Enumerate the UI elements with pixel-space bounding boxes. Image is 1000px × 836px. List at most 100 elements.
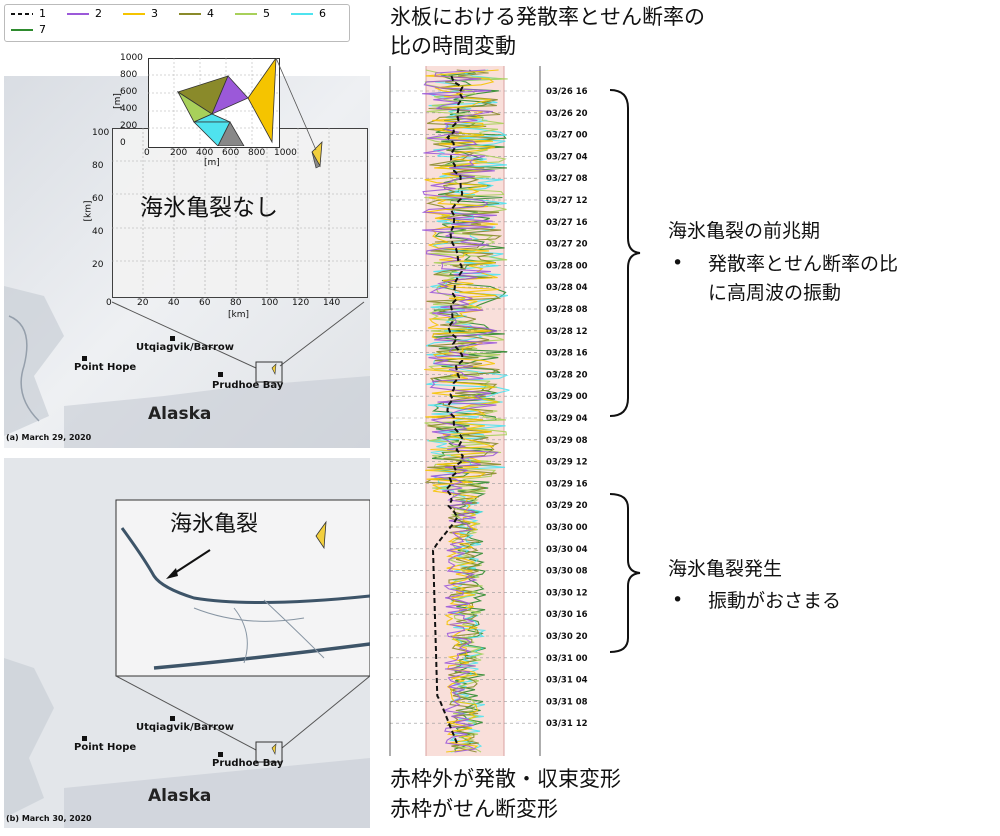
legend-item-7: 7 — [11, 23, 46, 36]
map-a-marker-hope — [82, 356, 87, 361]
inset-x-tick-400: 400 — [196, 148, 214, 158]
legend-label-2: 2 — [95, 7, 102, 20]
legend: 1 2 3 4 5 6 7 — [4, 4, 350, 42]
time-tick-10: 03/28 08 — [546, 305, 588, 315]
map-a-alaska: Alaska — [148, 404, 212, 424]
time-tick-13: 03/28 20 — [546, 370, 588, 380]
crack-line1: 振動がおさまる — [708, 590, 842, 612]
precursor-bullet: • — [672, 252, 684, 274]
time-tick-21: 03/30 04 — [546, 545, 588, 555]
brace-precursor — [609, 89, 641, 417]
map-b-prudhoe: Prudhoe Bay — [212, 758, 284, 769]
time-tick-15: 03/29 04 — [546, 414, 588, 424]
km-axes-a — [112, 128, 368, 298]
km-y-tick-80: 80 — [92, 161, 104, 171]
time-tick-19: 03/29 20 — [546, 501, 588, 511]
map-a-prudhoe: Prudhoe Bay — [212, 380, 284, 391]
map-b-point-hope: Point Hope — [74, 742, 137, 753]
map-a-caption: (a) March 29, 2020 — [6, 433, 92, 442]
inset-zoom-lines — [276, 58, 317, 151]
inset-x-unit: [m] — [204, 158, 220, 168]
time-tick-24: 03/30 16 — [546, 610, 588, 620]
time-tick-17: 03/29 12 — [546, 458, 588, 468]
km-y-tick-40: 40 — [92, 227, 104, 237]
time-tick-16: 03/29 08 — [546, 436, 588, 446]
time-tick-20: 03/30 00 — [546, 523, 588, 533]
inset-y-unit: [m] — [112, 93, 123, 109]
inset-x-tick-0: 0 — [144, 148, 150, 158]
map-a-marker-utq — [170, 336, 175, 341]
time-tick-4: 03/27 08 — [546, 174, 588, 184]
km-x-tick-80: 80 — [230, 298, 242, 308]
inset-triangles — [148, 58, 278, 146]
time-tick-3: 03/27 04 — [546, 152, 588, 162]
km-grid-a — [112, 128, 366, 296]
legend-label-6: 6 — [319, 7, 326, 20]
km-x-tick-40: 40 — [168, 298, 180, 308]
time-tick-18: 03/29 16 — [546, 479, 588, 489]
legend-item-5: 5 — [235, 7, 270, 20]
km-x-tick-120: 120 — [292, 298, 310, 308]
legend-label-5: 5 — [263, 7, 270, 20]
km-x-unit: [km] — [228, 310, 250, 320]
legend-label-3: 3 — [151, 7, 158, 20]
legend-swatch-4 — [179, 12, 201, 15]
time-tick-28: 03/31 08 — [546, 697, 588, 707]
time-tick-22: 03/30 08 — [546, 567, 588, 577]
series-1-line — [431, 75, 464, 747]
map-a-point-hope: Point Hope — [74, 362, 137, 373]
time-tick-8: 03/28 00 — [546, 261, 588, 271]
time-tick-9: 03/28 04 — [546, 283, 588, 293]
time-tick-23: 03/30 12 — [546, 588, 588, 598]
time-tick-5: 03/27 12 — [546, 196, 588, 206]
precursor-line2: に高周波の振動 — [708, 282, 842, 304]
legend-label-4: 4 — [207, 7, 214, 20]
time-tick-12: 03/28 16 — [546, 349, 588, 359]
brace-crack — [609, 493, 641, 653]
map-a-utqiagvik: Utqiagvik/Barrow — [136, 342, 234, 353]
legend-swatch-5 — [235, 12, 257, 15]
crack-label: 海氷亀裂 — [170, 512, 259, 537]
inset-y-tick-400: 400 — [120, 104, 138, 114]
legend-swatch-7 — [11, 28, 33, 31]
legend-swatch-1 — [11, 12, 33, 15]
footer-line1: 赤枠外が発散・収束変形 — [390, 767, 621, 791]
time-tick-6: 03/27 16 — [546, 218, 588, 228]
time-tick-2: 03/27 00 — [546, 131, 588, 141]
inset-x-tick-1000: 1000 — [274, 148, 297, 158]
chart-title-line2: 比の時間変動 — [390, 34, 516, 58]
precursor-title: 海氷亀裂の前兆期 — [668, 220, 821, 242]
map-b-marker-prudhoe — [218, 752, 223, 757]
map-a-marker-prudhoe — [218, 372, 223, 377]
chart-title-line1: 氷板における発散率とせん断率の — [390, 5, 705, 29]
km-x-tick-100: 100 — [261, 298, 279, 308]
precursor-line1: 発散率とせん断率の比 — [708, 253, 899, 275]
inset-y-tick-200: 200 — [120, 121, 138, 131]
km-y-tick-60: 60 — [92, 194, 104, 204]
inset-y-tick-800: 800 — [120, 70, 138, 80]
inset-x-tick-800: 800 — [248, 148, 266, 158]
series-2-line — [421, 69, 500, 753]
km-x-tick-60: 60 — [199, 298, 211, 308]
km-x-tick-140: 140 — [323, 298, 341, 308]
time-tick-7: 03/27 20 — [546, 240, 588, 250]
legend-item-6: 6 — [291, 7, 326, 20]
footer-line2: 赤枠がせん断変形 — [390, 797, 558, 821]
km-x-tick-0: 0 — [106, 298, 112, 308]
legend-item-1: 1 — [11, 7, 46, 20]
no-crack-label: 海氷亀裂なし — [140, 195, 278, 221]
legend-swatch-3 — [123, 12, 145, 15]
km-y-unit: [km] — [83, 200, 94, 222]
map-b-alaska: Alaska — [148, 786, 212, 806]
time-tick-0: 03/26 16 — [546, 87, 588, 97]
inset-y-tick-1000: 1000 — [120, 53, 143, 63]
crack-bullet: • — [672, 589, 684, 611]
map-b-marker-hope — [82, 736, 87, 741]
time-tick-29: 03/31 12 — [546, 719, 588, 729]
km-x-tick-20: 20 — [137, 298, 149, 308]
time-tick-27: 03/31 04 — [546, 676, 588, 686]
legend-label-1: 1 — [39, 7, 46, 20]
crack-title: 海氷亀裂発生 — [668, 558, 783, 580]
inset-y-tick-600: 600 — [120, 87, 138, 97]
